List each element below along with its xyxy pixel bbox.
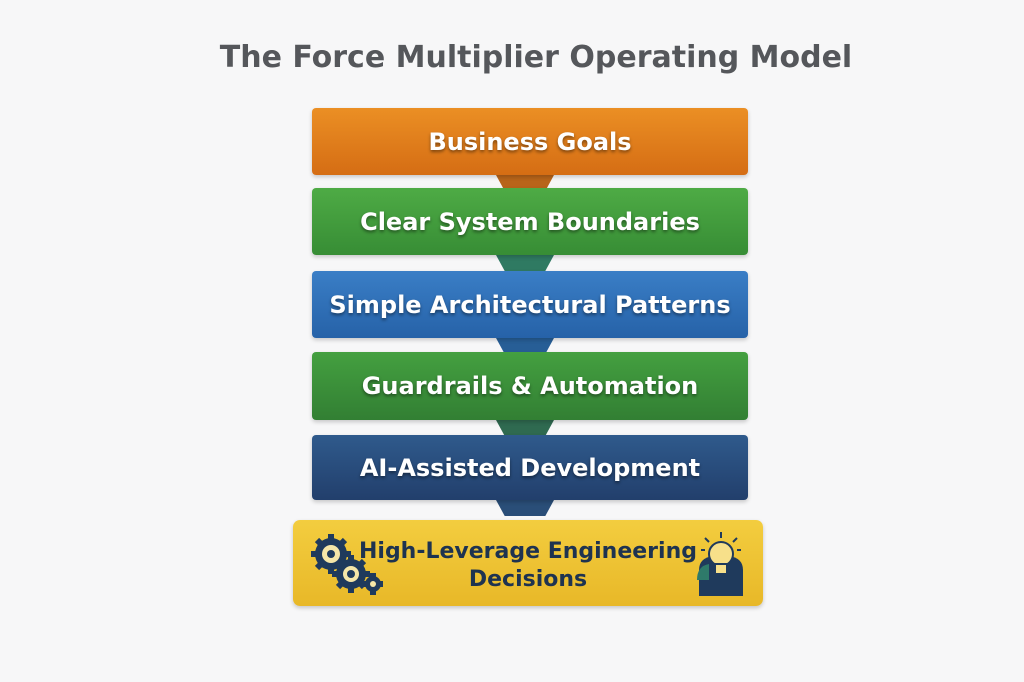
layer-ai-assisted-development: AI-Assisted Development <box>312 435 748 500</box>
outcome-line1: High-Leverage Engineering <box>358 539 697 564</box>
layer-label: Simple Architectural Patterns <box>329 290 731 319</box>
lightbulb-person-icon <box>697 532 743 596</box>
connector-arrow <box>496 338 554 354</box>
connector-arrow <box>496 175 554 191</box>
outcome-box: High-Leverage Engineering Decisions <box>293 520 763 606</box>
outcome-line2: Decisions <box>468 567 588 592</box>
layer-label: Clear System Boundaries <box>360 207 700 236</box>
layer-label: Business Goals <box>428 127 632 156</box>
connector-arrow <box>496 255 554 271</box>
layer-clear-system-boundaries: Clear System Boundaries <box>312 188 748 255</box>
layer-simple-architectural-patterns: Simple Architectural Patterns <box>312 271 748 338</box>
connector-arrow <box>496 420 554 436</box>
diagram-title: The Force Multiplier Operating Model <box>219 40 853 75</box>
layer-label: AI-Assisted Development <box>359 453 701 482</box>
layer-label: Guardrails & Automation <box>361 372 699 400</box>
gears-icon <box>311 534 383 595</box>
layer-guardrails-automation: Guardrails & Automation <box>312 352 748 420</box>
layer-business-goals: Business Goals <box>312 108 748 175</box>
connector-arrow <box>496 500 554 516</box>
